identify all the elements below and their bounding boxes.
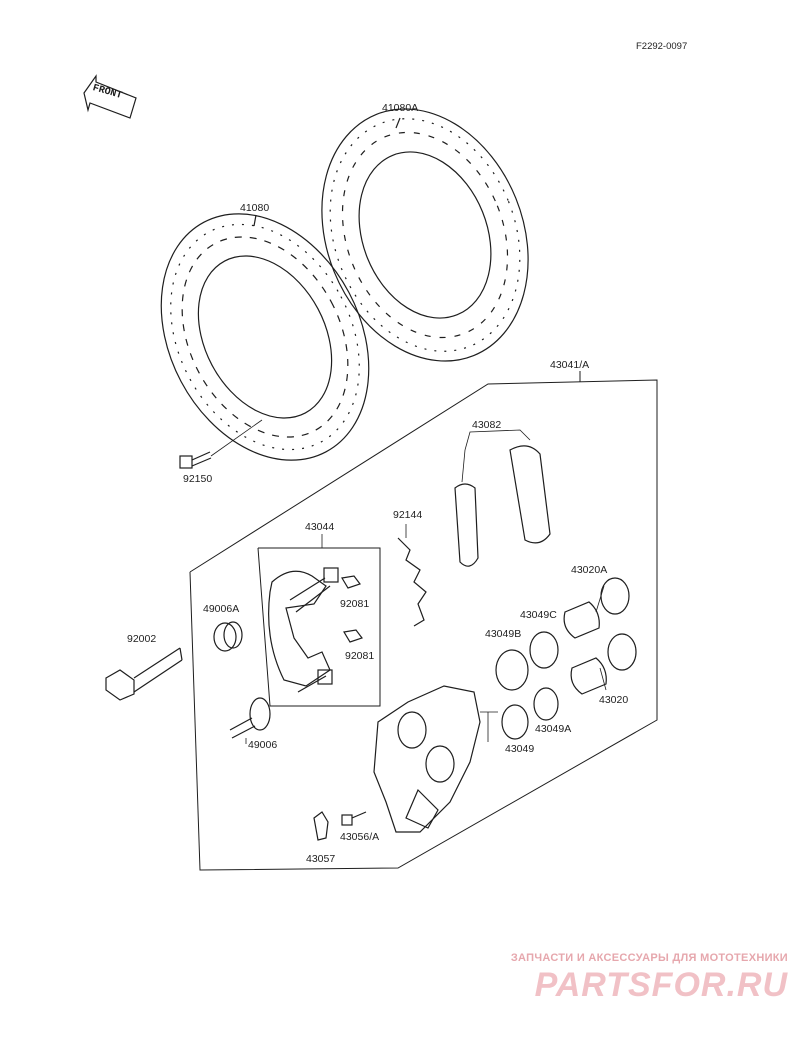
brake-disc	[160, 213, 370, 461]
boot	[213, 621, 243, 652]
slide-pin	[229, 697, 271, 744]
label-43082: 43082	[472, 419, 502, 431]
front-arrow-icon	[83, 74, 137, 119]
bleeder-and-cap	[313, 811, 367, 841]
label-43049: 43049	[505, 743, 535, 755]
brake-disc-a	[321, 108, 529, 362]
caliper-assembly-outline	[189, 371, 658, 871]
watermark: ЗАПЧАСТИ И АКСЕССУАРЫ ДЛЯ МОТОТЕХНИКИ PA…	[478, 952, 788, 1005]
label-43057: 43057	[306, 853, 336, 865]
label-43041a: 43041/A	[550, 359, 590, 371]
label-49006: 49006	[248, 739, 278, 751]
label-92002: 92002	[127, 633, 157, 645]
bushes	[341, 575, 363, 643]
label-43049c: 43049C	[520, 609, 557, 621]
label-92144: 92144	[393, 509, 423, 521]
label-43056a: 43056/A	[340, 831, 380, 843]
watermark-logo: PARTSFOR.RU	[534, 966, 788, 1004]
label-92081-upper: 92081	[340, 598, 370, 610]
label-41080: 41080	[240, 202, 270, 214]
label-43020a: 43020A	[571, 564, 608, 576]
pistons-and-seals	[495, 577, 637, 740]
pad-spring	[397, 524, 427, 627]
disc-bolt	[179, 419, 263, 469]
label-92150: 92150	[183, 473, 213, 485]
label-49006a: 49006A	[203, 603, 240, 615]
label-43020: 43020	[599, 694, 629, 706]
label-43049a: 43049A	[535, 723, 572, 735]
label-92081-lower: 92081	[345, 650, 375, 662]
sheet-code: F2292-0097	[636, 41, 688, 52]
label-43049b: 43049B	[485, 628, 522, 640]
caliper-bolt	[105, 647, 183, 701]
label-41080a: 41080A	[382, 102, 419, 114]
watermark-tagline: ЗАПЧАСТИ И АКСЕССУАРЫ ДЛЯ МОТОТЕХНИКИ	[510, 952, 788, 964]
caliper-body	[373, 685, 498, 833]
label-43044: 43044	[305, 521, 335, 533]
bracket-group	[257, 534, 381, 707]
brake-pads	[454, 429, 551, 567]
